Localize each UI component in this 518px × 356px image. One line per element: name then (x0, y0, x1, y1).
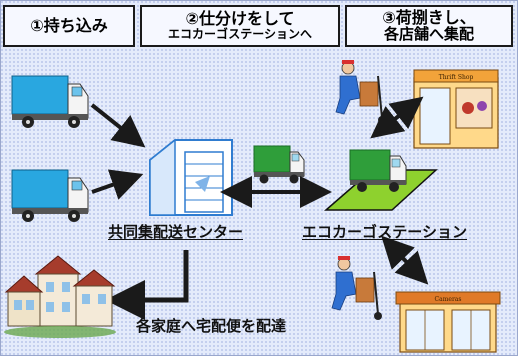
shop-bottom-icon: Cameras (395, 291, 501, 353)
step-2-line-1: ②仕分けをして (185, 9, 295, 29)
step-3-box: ③荷捌きし、 各店舗へ集配 (345, 5, 513, 47)
arrow-truck-to-center (91, 169, 144, 200)
step-2-line-2: エコカーゴステーションへ (167, 27, 312, 42)
distribution-center-icon (149, 138, 233, 216)
step-3-line-1: ③荷捌きし、 (382, 7, 476, 27)
step-2-box: ②仕分けをして エコカーゴステーションへ (140, 5, 340, 47)
step-1-label: ①持ち込み (30, 15, 108, 35)
houses-icon (4, 255, 116, 338)
blue-truck-icon (11, 169, 89, 222)
station-label: エコカーゴステーション (302, 223, 468, 241)
center-label: 共同集配送センター (108, 223, 244, 241)
green-truck-icon (253, 145, 305, 184)
delivery-worker-icon (331, 256, 382, 320)
step-1-box: ①持ち込み (3, 5, 135, 47)
step-3-line-2: 各店舗へ集配 (383, 24, 474, 43)
shop-bottom-sign: Cameras (435, 296, 462, 303)
arrow-center-to-homes (105, 250, 189, 320)
eco-cargo-station-icon (323, 149, 438, 211)
delivery-worker-icon (335, 60, 386, 124)
arrow-station-shop-top (370, 96, 424, 139)
home-delivery-label: 各家庭へ宅配便を配達 (136, 317, 287, 335)
shop-top-sign: Thrift Shop (439, 74, 474, 81)
blue-truck-icon (11, 75, 89, 128)
arrow-station-shop-bottom (381, 235, 429, 285)
arrow-truck-to-center (90, 103, 146, 148)
shop-top-icon: Thrift Shop (413, 69, 499, 149)
